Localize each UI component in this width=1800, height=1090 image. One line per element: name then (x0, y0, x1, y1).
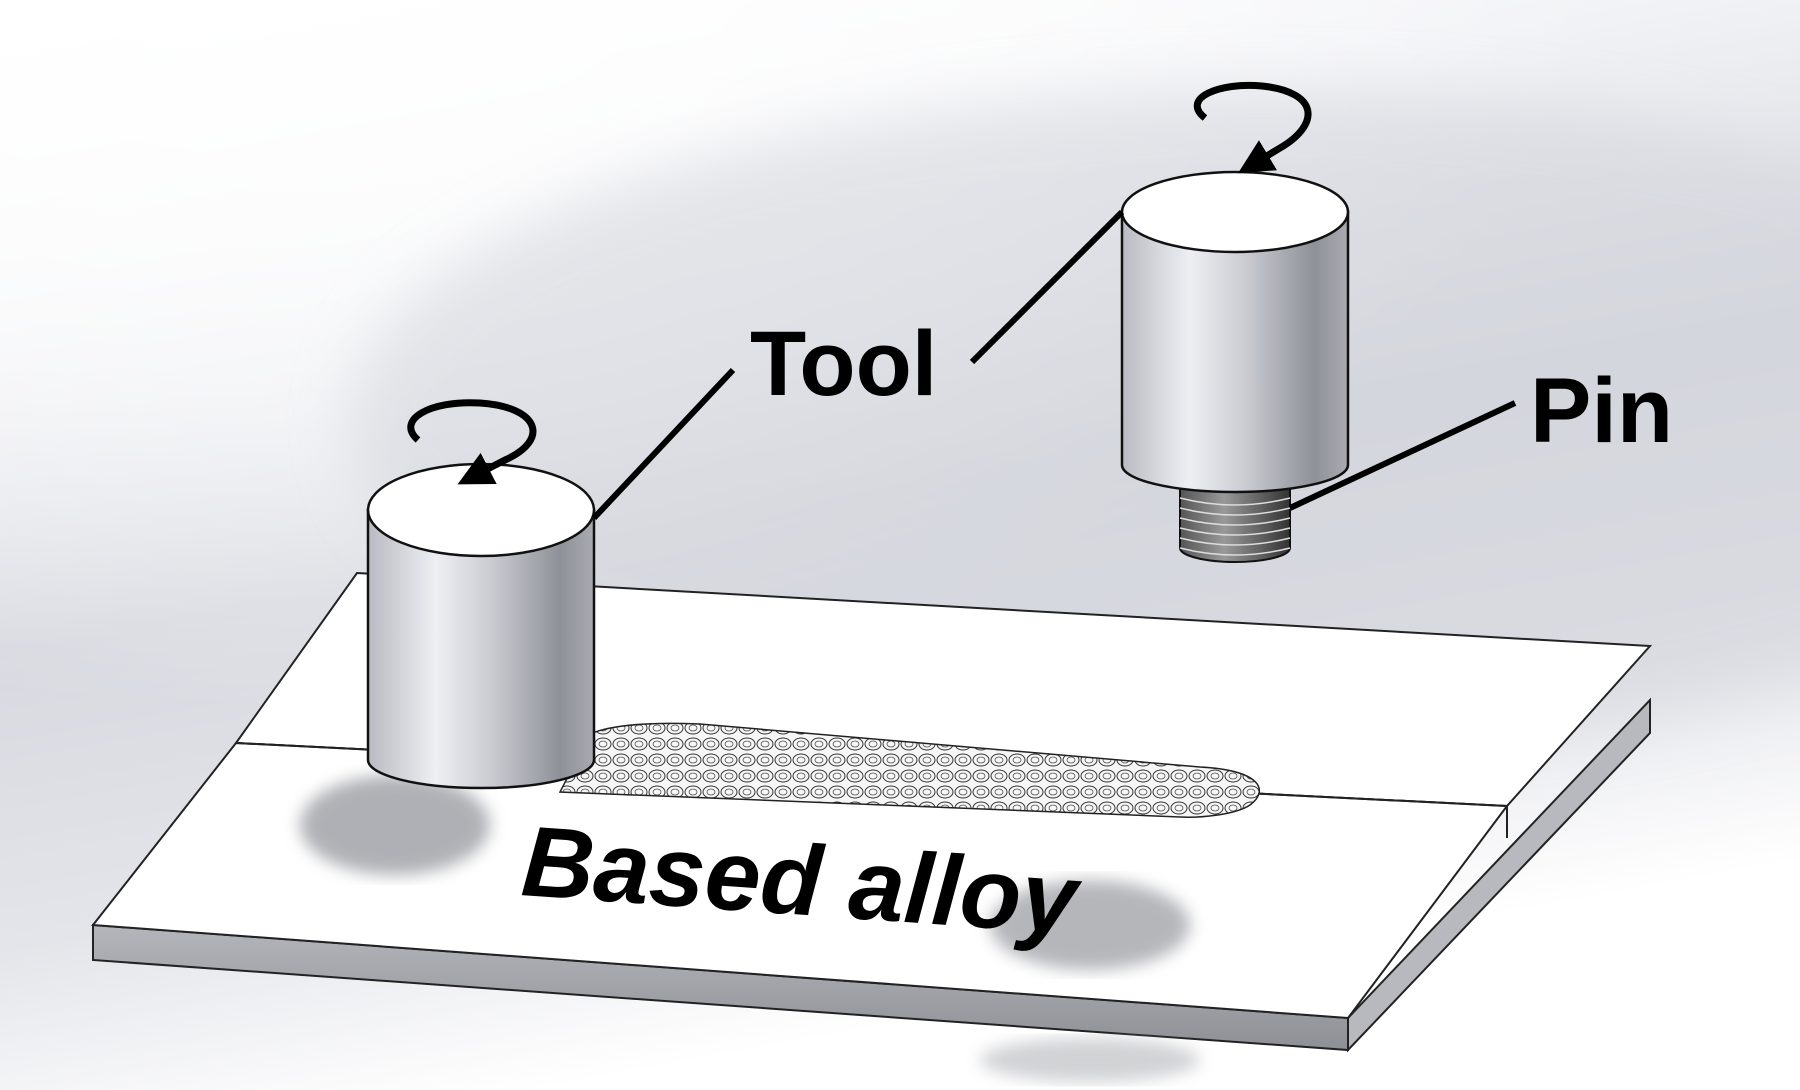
tool-leader-right (969, 209, 1125, 365)
tool-right-top (1120, 170, 1350, 254)
rotation-arrow-right (1193, 81, 1312, 174)
tool-shadow-left (300, 775, 490, 875)
floor-shadow (980, 1038, 1200, 1082)
tool-label: Tool (750, 313, 937, 415)
weld-bead (558, 722, 1261, 818)
tool-leader-left (591, 367, 736, 521)
weld-bead-shape (558, 722, 1261, 818)
pin-leader (1288, 400, 1517, 511)
background-arc (350, 90, 1800, 750)
pin-thread-lines (1179, 497, 1291, 556)
plate-right-edge (1347, 697, 1651, 1053)
tool-shadow-right (990, 880, 1190, 970)
tool-right (1120, 81, 1350, 563)
tool-left-body (366, 508, 596, 790)
tool-left-top (366, 462, 596, 558)
pin-label: Pin (1530, 360, 1673, 462)
tool-left (366, 399, 596, 790)
rotation-arrow-left (407, 399, 537, 485)
tool-right-body (1120, 210, 1350, 494)
